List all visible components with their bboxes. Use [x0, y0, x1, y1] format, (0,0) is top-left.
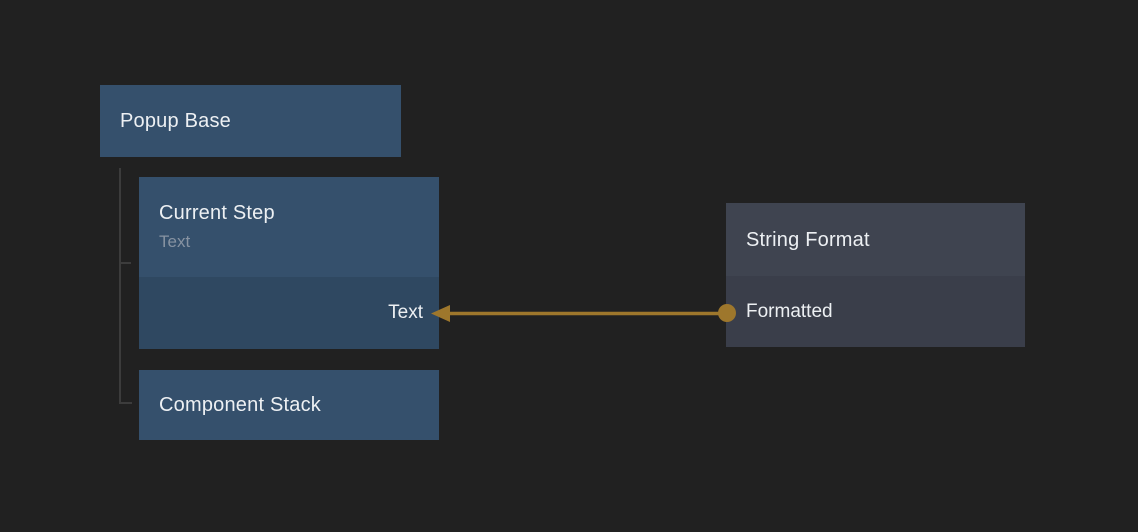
- node-title: String Format: [746, 228, 870, 251]
- port-row-formatted-output[interactable]: Formatted: [726, 276, 1025, 347]
- node-subtitle: Text: [159, 232, 191, 251]
- output-port-label: Formatted: [746, 300, 833, 322]
- tree-guide-tick-current-step: [119, 262, 131, 264]
- port-row-text-input[interactable]: Text: [139, 277, 439, 349]
- node-header: Popup Base: [100, 85, 401, 157]
- node-title: Popup Base: [120, 110, 231, 132]
- tree-guide-vertical: [119, 168, 121, 404]
- node-header: Current Step Text: [139, 177, 439, 277]
- node-header: String Format: [726, 203, 1025, 276]
- input-port-label: Text: [388, 302, 423, 323]
- node-title: Current Step: [159, 202, 275, 224]
- tree-guide-elbow-component-stack: [119, 402, 132, 404]
- node-component-stack[interactable]: Component Stack: [139, 370, 439, 440]
- node-header: Component Stack: [139, 370, 439, 440]
- node-title: Component Stack: [159, 394, 321, 416]
- node-current-step[interactable]: Current Step Text Text: [139, 177, 439, 349]
- node-string-format[interactable]: String Format Formatted: [726, 203, 1025, 347]
- node-popup-base[interactable]: Popup Base: [100, 85, 401, 157]
